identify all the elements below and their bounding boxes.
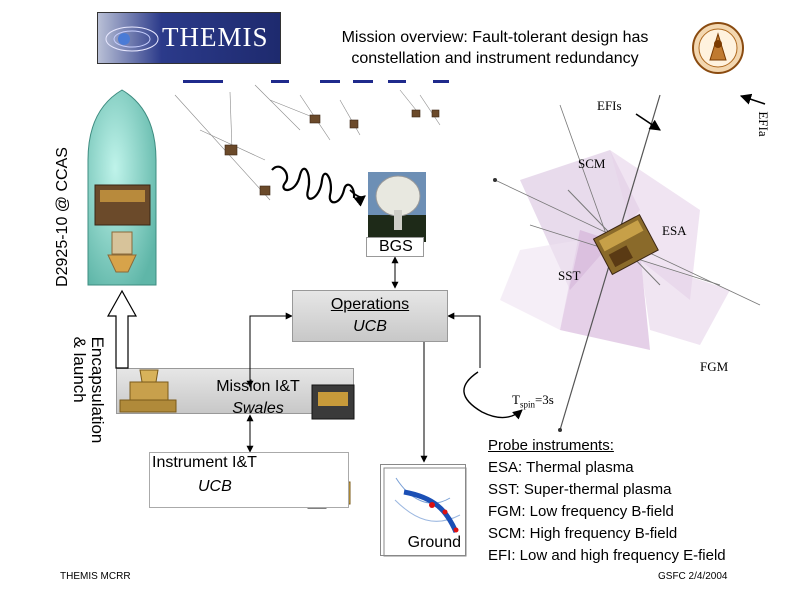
instrument-item-efi: EFI: Low and high frequency E-field [488,547,726,564]
probe-instruments-heading: Probe instruments: [488,437,614,454]
mission-it-subtitle: Swales [232,400,284,417]
probe-stack-photo [119,369,177,413]
title-line-2: constellation and instrument redundancy [351,50,639,67]
orbit-swirl-icon [105,26,159,52]
footer-right: GSFC 2/4/2004 [658,571,728,582]
header-nav-dashes [183,80,453,84]
encapsulation-arrow [106,289,138,369]
efia-label: EFIa [756,111,771,137]
flow-connectors [246,256,481,463]
encapsulation-label: Encapsulation & launch [70,336,107,444]
radio-wave-icon [271,165,356,204]
efis-label: EFIs [597,98,622,113]
probe-instruments-list: Probe instruments: ESA: Thermal plasma S… [488,435,788,567]
themis-logo: THEMIS [97,12,281,64]
operations-box: Operations UCB [292,290,448,342]
mission-it-text: Mission I&T Swales [196,376,320,420]
operations-title: Operations [330,296,410,313]
ground-track-map-icon [383,467,467,557]
probe-schematic [493,94,761,432]
mission-it-title: Mission I&T [216,378,300,395]
operations-subtitle: UCB [353,318,387,335]
themis-mission-badge-icon [692,22,744,74]
sst-label: SST [558,268,581,283]
instrument-it-box: Instrument I&T UCB [149,452,349,508]
ground-box: Ground [380,464,466,556]
fgm-label: FGM [700,359,729,374]
bgs-label: BGS [379,238,413,255]
spin-period-label: Tspin=3s [512,392,554,410]
probe-constellation [174,84,441,201]
instrument-item-esa: ESA: Thermal plasma [488,459,634,476]
probe-photo-mission [311,384,355,420]
ground-label: Ground [407,534,461,551]
bgs-box: BGS [366,237,424,257]
instrument-item-sst: SST: Super-thermal plasma [488,481,672,498]
spin-arrow [463,371,523,420]
instrument-item-fgm: FGM: Low frequency B-field [488,503,674,520]
title-line-1: Mission overview: Fault-tolerant design … [341,29,649,46]
encapsulation-line-2: & launch [70,336,89,403]
instrument-item-scm: SCM: High frequency B-field [488,525,678,542]
encapsulation-line-1: Encapsulation [88,336,107,444]
scm-label: SCM [578,156,606,171]
footer-left: THEMIS MCRR [60,571,131,582]
instrument-it-subtitle: UCB [198,478,232,495]
page-title: Mission overview: Fault-tolerant design … [285,27,705,69]
esa-label: ESA [662,223,687,238]
instrument-it-title: Instrument I&T [152,454,257,471]
ground-station-dish-icon [368,172,426,242]
launch-fairing-icon [87,89,157,286]
logo-text: THEMIS [162,22,269,52]
